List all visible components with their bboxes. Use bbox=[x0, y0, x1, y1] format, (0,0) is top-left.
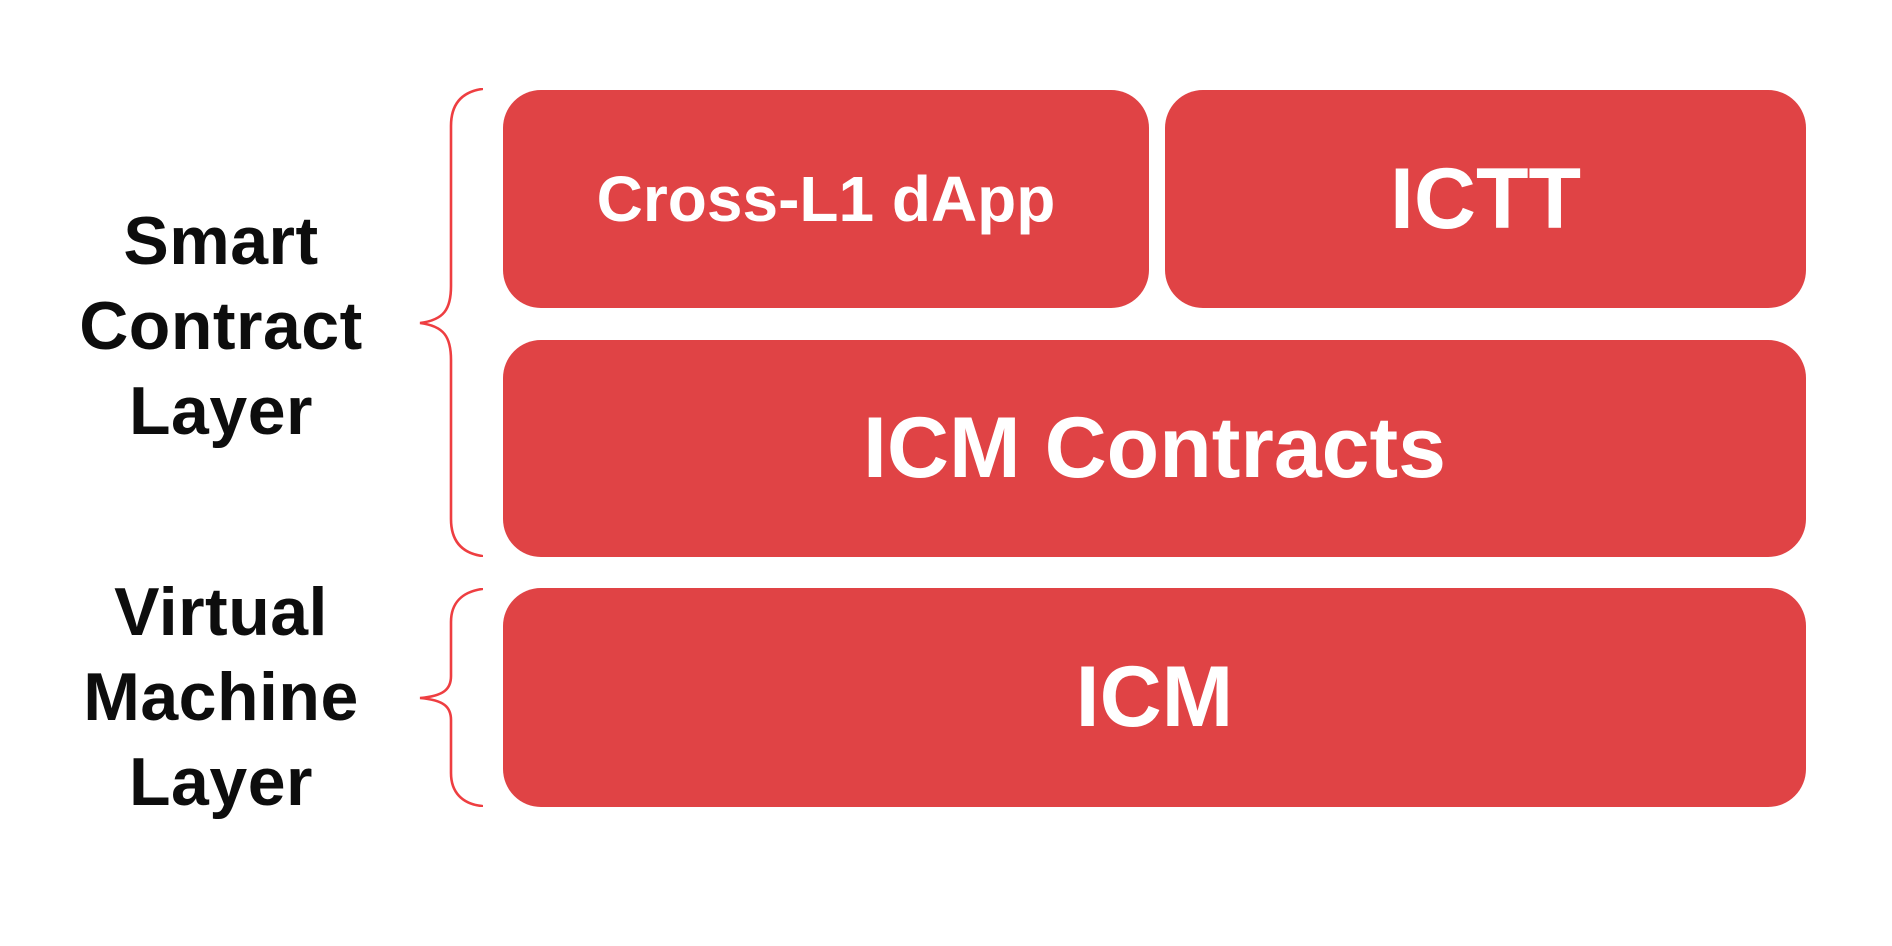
label-line: Layer bbox=[129, 744, 313, 820]
label-line: Contract bbox=[79, 288, 363, 364]
cross-l1-dapp-box-label: Cross-L1 dApp bbox=[596, 163, 1056, 235]
ictt-box-label: ICTT bbox=[1389, 150, 1582, 247]
label-line: Virtual bbox=[114, 574, 328, 650]
ictt-box: ICTT bbox=[1165, 90, 1806, 308]
cross-l1-dapp-box: Cross-L1 dApp bbox=[503, 90, 1149, 308]
virtual-machine-layer-brace-icon bbox=[419, 588, 483, 807]
smart-contract-layer-brace-icon bbox=[419, 88, 483, 557]
label-line: Machine bbox=[83, 659, 359, 735]
icm-box: ICM bbox=[503, 588, 1806, 807]
icm-contracts-box-label: ICM Contracts bbox=[863, 400, 1446, 496]
label-line: Layer bbox=[129, 373, 313, 449]
brace-path bbox=[419, 588, 483, 807]
brace-path bbox=[419, 88, 483, 557]
icm-box-label: ICM bbox=[1075, 649, 1234, 745]
label-line: Smart bbox=[123, 203, 319, 279]
virtual-machine-layer-label: Virtual Machine Layer bbox=[40, 570, 402, 825]
smart-contract-layer-label: Smart Contract Layer bbox=[40, 199, 402, 454]
icm-contracts-box: ICM Contracts bbox=[503, 340, 1806, 557]
